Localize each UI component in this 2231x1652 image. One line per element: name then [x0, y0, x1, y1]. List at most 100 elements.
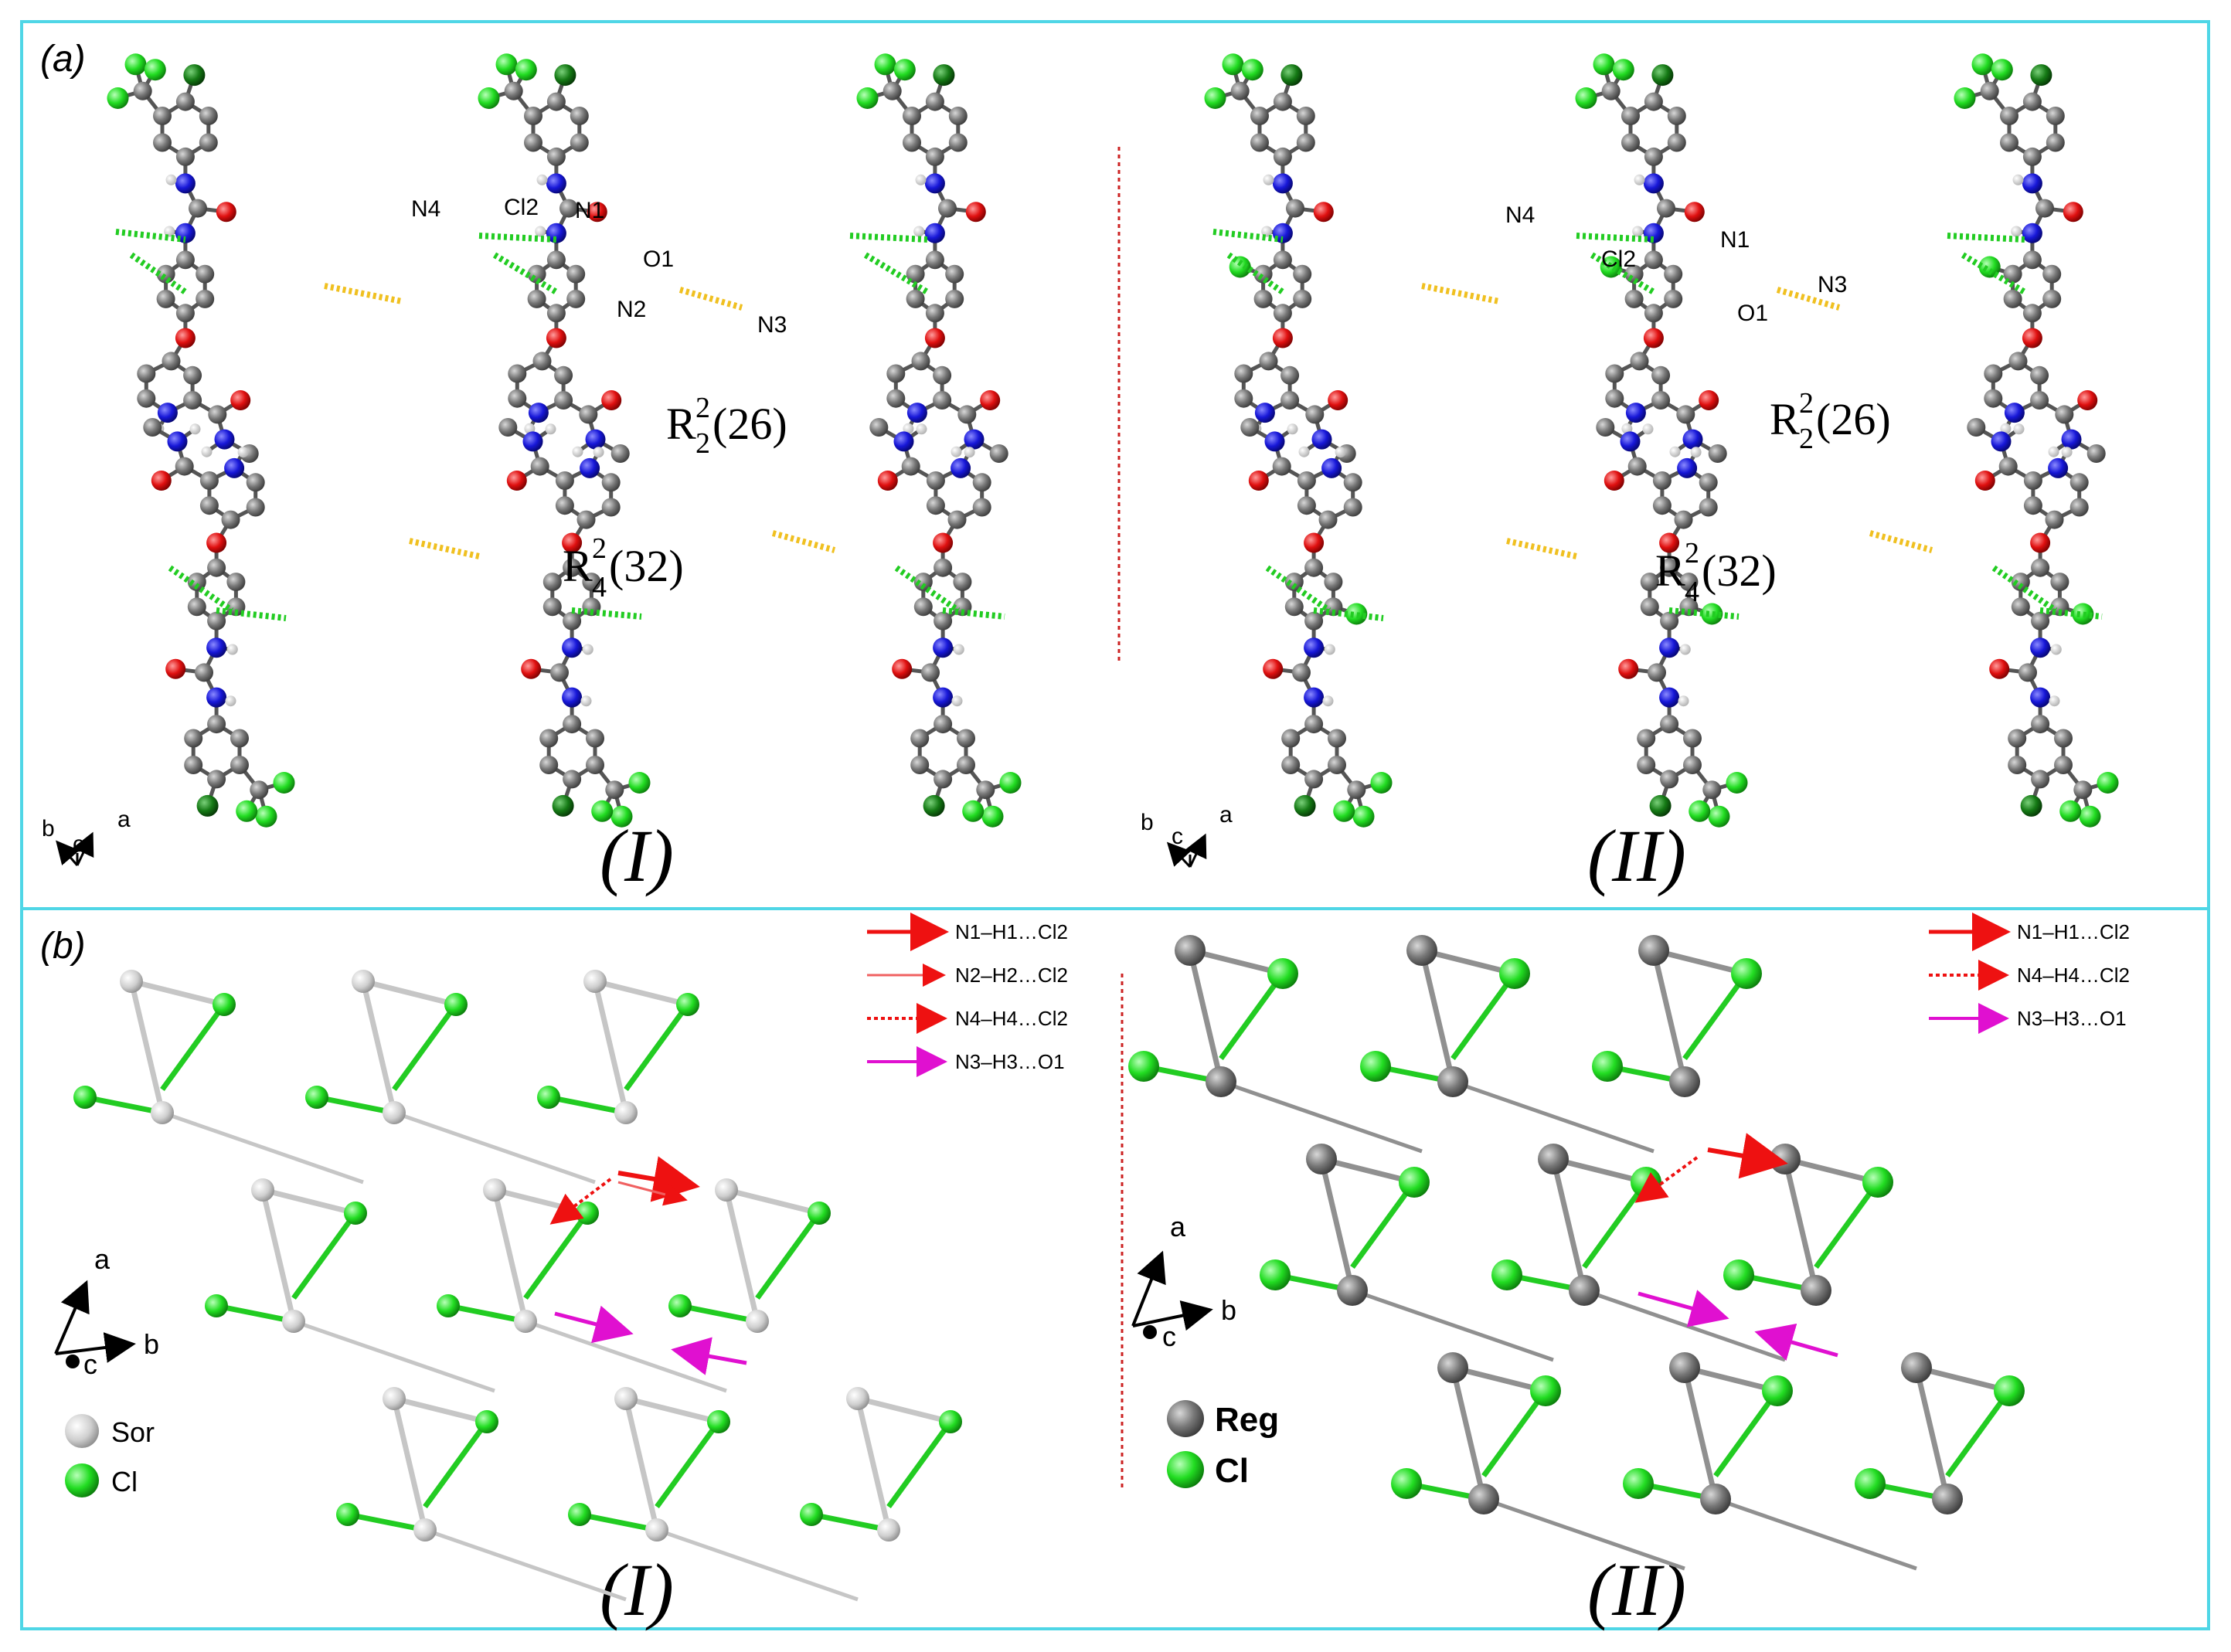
axis-c-dot [66, 1355, 80, 1368]
chlorine-atom [1689, 800, 1711, 822]
carbon-atom [1679, 573, 1699, 592]
sorafenib-node [1538, 1144, 1569, 1174]
hydrogen-atom [1669, 446, 1681, 457]
svg-text:(26): (26) [712, 399, 787, 449]
oxygen-atom [601, 390, 622, 410]
atom-labels-left: N4 Cl2 N1 O1 N2 N3 [411, 195, 787, 338]
key-label: Sor [111, 1416, 155, 1448]
sorafenib-node [877, 1518, 900, 1542]
carbon-atom [2011, 573, 2030, 592]
ring-motif-right-26: R 2 2 (26) [1770, 387, 1891, 455]
carbon-atom [947, 510, 967, 529]
sorafenib-node [120, 970, 143, 993]
carbon-atom [948, 133, 968, 152]
chlorine-atom [874, 53, 896, 76]
network-link [811, 1511, 889, 1533]
carbon-atom [508, 389, 527, 408]
carbon-atom [957, 405, 977, 424]
oxygen-atom [1263, 658, 1284, 679]
hydrogen-atom [2048, 446, 2059, 457]
carbon-atom [1984, 364, 2003, 383]
nitrogen-atom [2022, 223, 2042, 243]
nitrogen-atom [2030, 687, 2051, 708]
carbon-atom [1683, 756, 1702, 774]
svg-text:2: 2 [695, 427, 710, 460]
network-link [1483, 1497, 1685, 1571]
carbon-atom [1259, 352, 1278, 371]
axis-triad-a-left [56, 831, 94, 866]
chlorine-atom [2059, 800, 2082, 822]
carbon-atom [913, 597, 933, 617]
network-link [1189, 947, 1284, 977]
carbon-atom [542, 597, 562, 617]
hydrogen-atom [1261, 226, 1273, 237]
carbon-atom [1272, 457, 1291, 476]
carbon-atom [1284, 597, 1304, 617]
network-link [491, 1189, 529, 1322]
oxygen-atom [587, 202, 607, 223]
carbon-atom [886, 389, 906, 408]
axis-triad-b-right [1131, 1250, 1213, 1331]
carbon-atom [196, 289, 215, 308]
carbon-atom [934, 558, 953, 577]
network-link [1219, 971, 1285, 1061]
carbon-atom [2055, 405, 2074, 424]
carbon-atom [2031, 770, 2050, 789]
carbon-atom [2008, 756, 2027, 774]
chloride-node [1399, 1167, 1430, 1198]
carbon-atom [162, 352, 181, 371]
molecule-network-left [107, 53, 1022, 828]
axis-triad-b-left [54, 1280, 136, 1363]
nitrogen-atom [1682, 429, 1703, 450]
carbon-atom [1660, 611, 1679, 631]
carbon-atom [1648, 663, 1666, 682]
carbon-atom [2054, 729, 2073, 748]
carbon-atom [1250, 133, 1269, 152]
hydrogen-atom [1335, 447, 1346, 458]
chloride-node [1267, 958, 1298, 989]
network-link [726, 1187, 820, 1216]
nitrogen-atom [964, 429, 985, 450]
carbon-atom [1296, 107, 1315, 125]
svg-text:2: 2 [1799, 387, 1814, 420]
carbon-atom [2023, 471, 2042, 490]
oxygen-atom [1684, 202, 1705, 223]
sorafenib-node [846, 1387, 869, 1410]
nitrogen-atom [206, 687, 227, 708]
carbon-atom [1284, 573, 1304, 592]
network-link [755, 1211, 821, 1300]
carbon-atom [2008, 352, 2028, 371]
svg-text:4: 4 [592, 571, 607, 603]
hydrogen-atom [951, 695, 963, 707]
nitrogen-atom [175, 173, 196, 194]
carbon-atom [1651, 391, 1671, 410]
ring-motif-left-32: R 2 4 (32) [563, 532, 684, 603]
hbond-arrows-right [1634, 1133, 1838, 1361]
legend-entry: N3–H3…O1 [955, 1050, 1065, 1073]
hydrogen-atom [2011, 226, 2022, 237]
network-link [424, 1528, 627, 1602]
chlorine-atom [273, 772, 295, 794]
structure-label-II-b: (II) [1587, 1548, 1686, 1631]
network-link [1452, 1079, 1655, 1154]
carbon-atom [207, 558, 226, 577]
chlorine-atom [1651, 64, 1674, 87]
sorafenib-node [645, 1518, 668, 1542]
carbon-atom [906, 289, 925, 308]
chloride-node [808, 1202, 831, 1225]
carbon-atom [945, 289, 964, 308]
carbon-atom [2031, 611, 2050, 631]
carbon-atom [1660, 558, 1679, 577]
chloride-node [73, 1086, 97, 1109]
chloride-node [1723, 1259, 1754, 1290]
carbon-atom [1596, 418, 1615, 437]
network-link [857, 1395, 951, 1425]
oxygen-atom [175, 328, 196, 348]
chlorine-atom [552, 794, 574, 817]
chloride-node [475, 1410, 498, 1433]
hydrogen-bond [894, 565, 961, 614]
hydrogen-atom [545, 423, 556, 435]
axis-label-a: a [1219, 802, 1233, 828]
carbon-atom [925, 147, 944, 166]
hydrogen-bond [1226, 252, 1285, 295]
